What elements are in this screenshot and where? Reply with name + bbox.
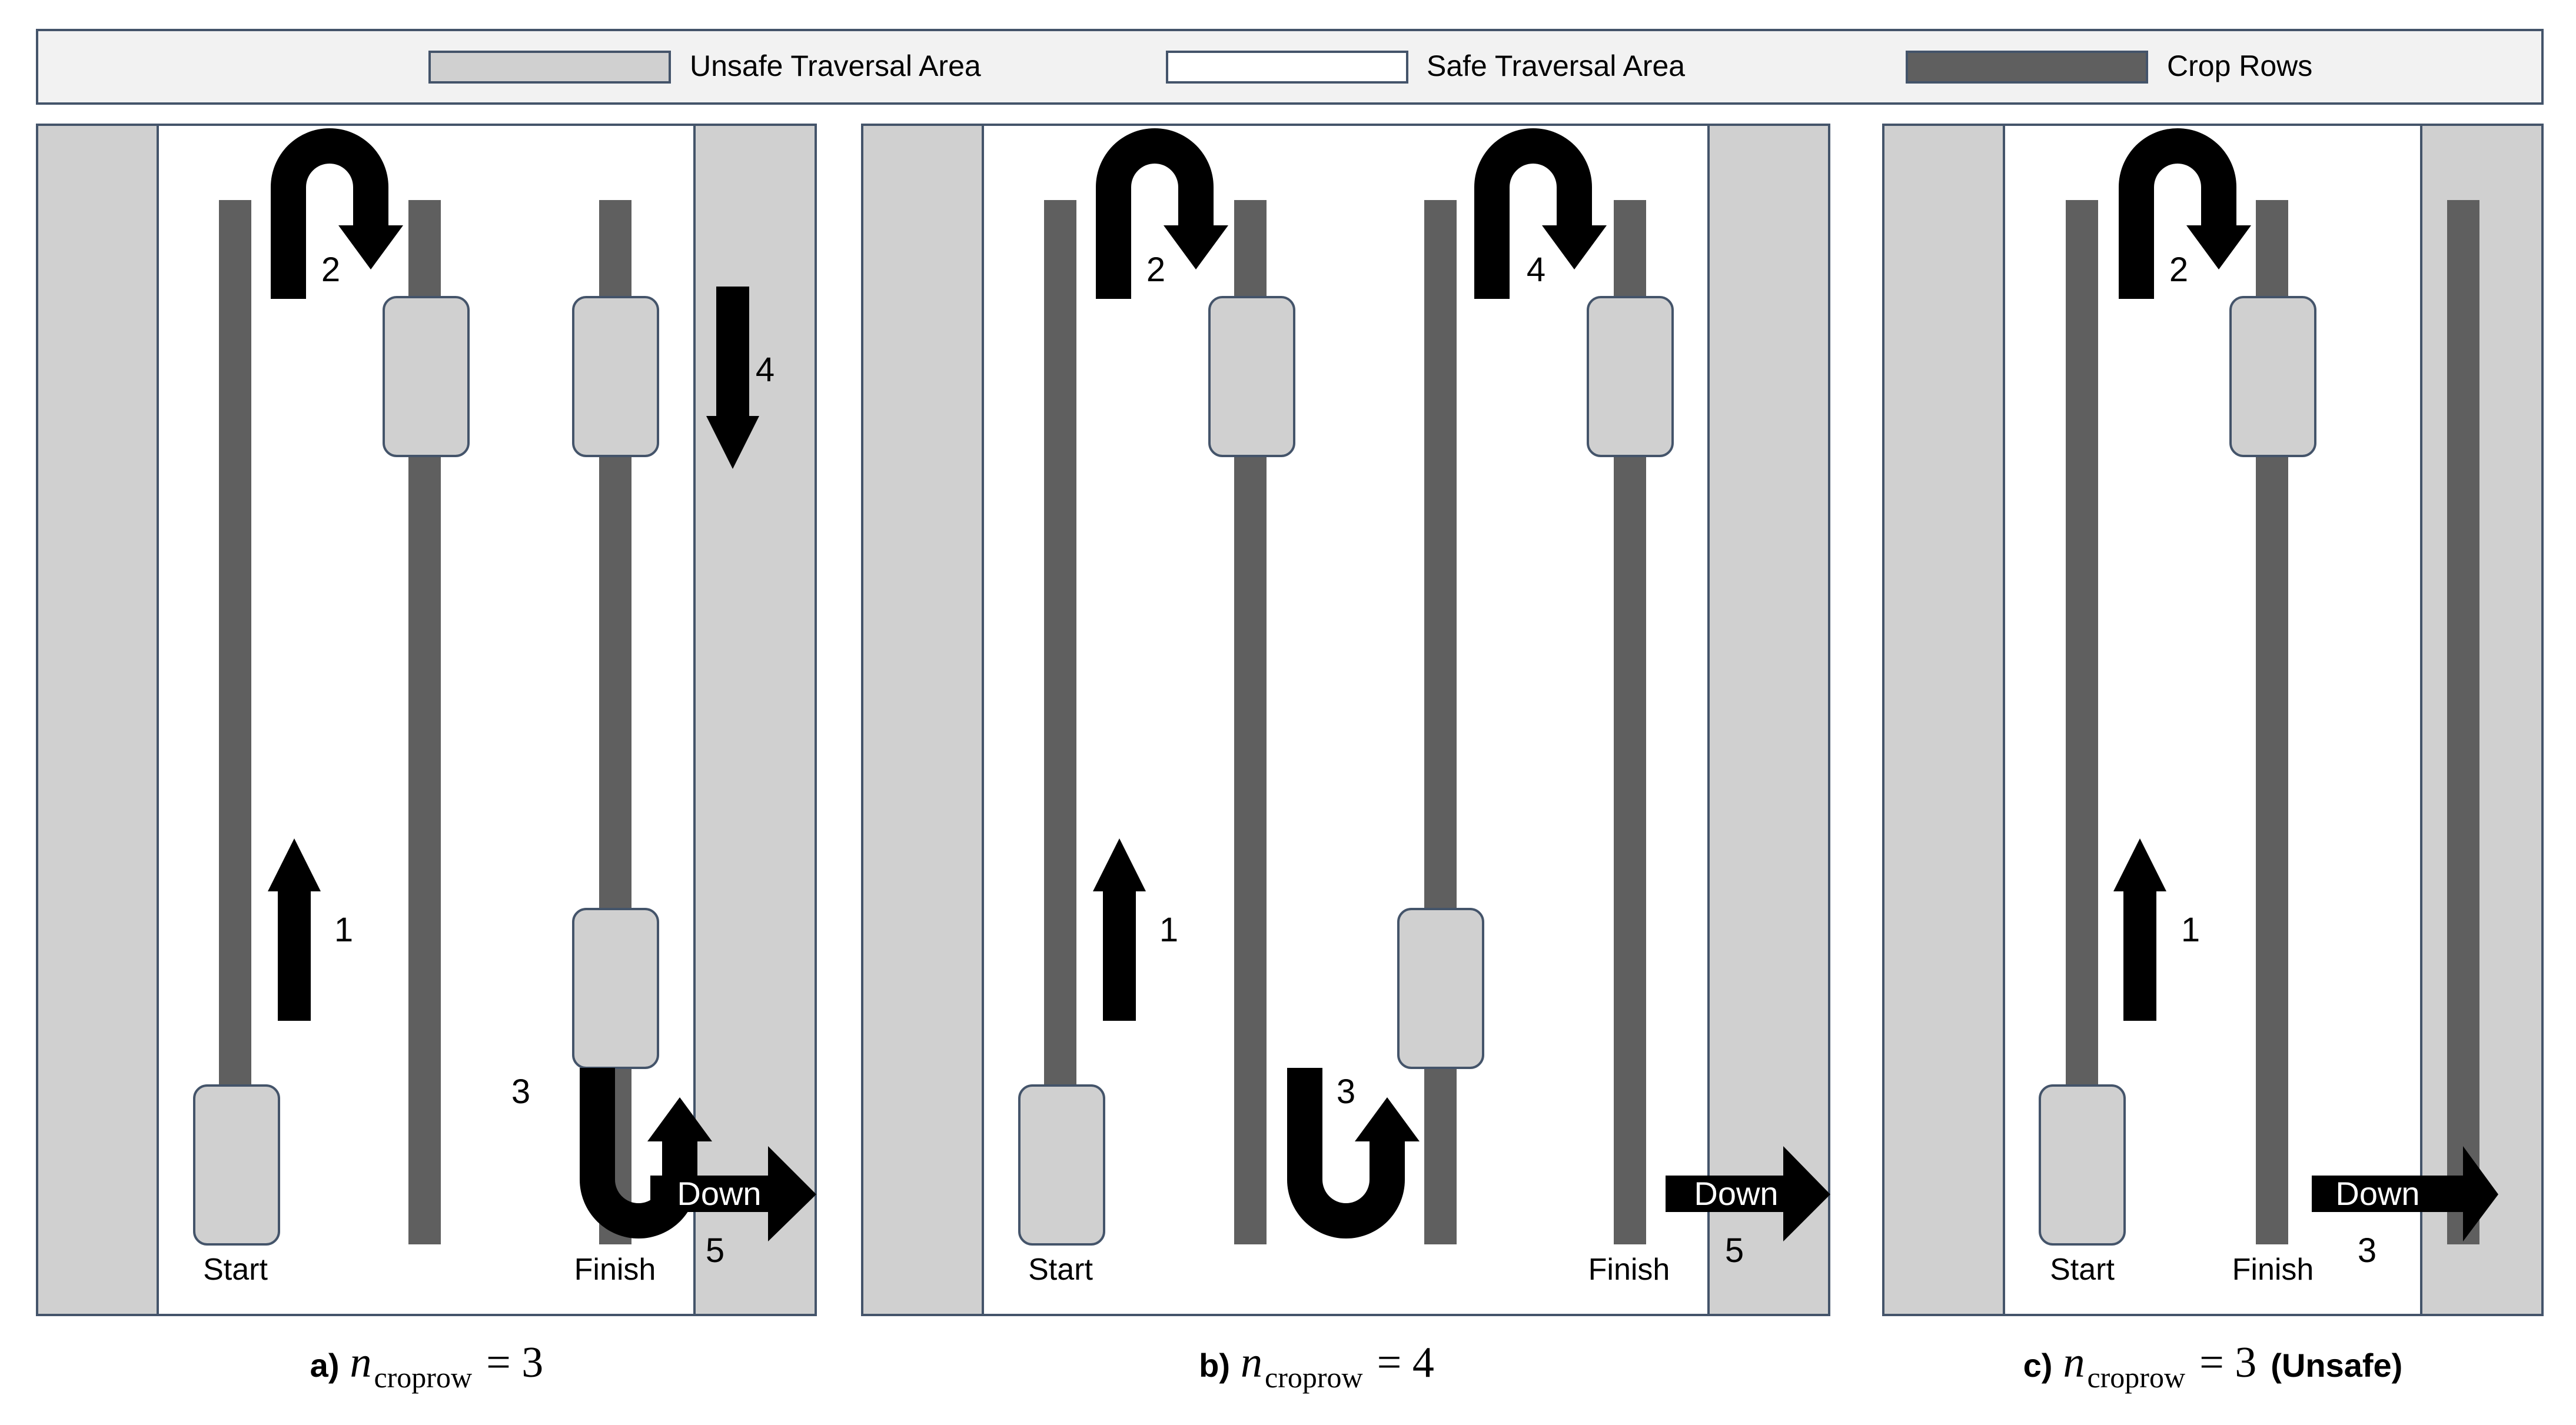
legend-label-croprow: Crop Rows <box>2167 49 2312 82</box>
panel-b-caption-subscript: croprow <box>1265 1361 1363 1394</box>
panel-a-unsafe-left <box>36 124 159 1316</box>
panel-c-start-label: Start <box>2050 1253 2115 1287</box>
panel-b-step-1: 1 <box>1159 911 1178 949</box>
panel-a: 1 2 3 4 5 Down Start Finish a) n croprow… <box>36 124 817 1394</box>
legend-label-safe: Safe Traversal Area <box>1427 49 1685 82</box>
panel-b-crop-row-3 <box>1424 200 1457 1244</box>
panel-a-robot-mid-top <box>383 296 470 457</box>
panel-c-down-arrow-icon <box>2312 1146 2498 1241</box>
legend-swatch-unsafe <box>428 51 671 84</box>
panel-a-step-2: 2 <box>321 251 340 289</box>
panel-c-caption: c) n croprow = 3 (Unsafe) <box>2023 1339 2403 1394</box>
panel-b-down-label: Down <box>1694 1175 1778 1212</box>
panel-b: 1 2 3 4 5 Down Start Finish b) n croprow… <box>861 124 1830 1394</box>
panel-b-robot-row3-bottom <box>1397 908 1484 1069</box>
panel-b-start-label: Start <box>1028 1253 1093 1287</box>
panel-a-caption-subscript: croprow <box>374 1361 472 1394</box>
panel-b-caption-symbol: n <box>1241 1339 1262 1387</box>
panel-c-step-3: 3 <box>2358 1231 2376 1270</box>
panel-b-down-arrow-icon <box>1666 1146 1830 1241</box>
panel-a-step-1: 1 <box>334 911 353 949</box>
panel-b-robot-start <box>1018 1084 1105 1246</box>
legend: Unsafe Traversal Area Safe Traversal Are… <box>36 29 2544 105</box>
panel-b-caption-prefix: b) <box>1199 1347 1230 1384</box>
panel-a-step-3: 3 <box>511 1073 530 1111</box>
panel-b-robot-row2-top <box>1208 296 1295 457</box>
panel-a-unsafe-right <box>693 124 817 1316</box>
panel-c-caption-equation: = 3 <box>2199 1339 2256 1387</box>
panel-c-caption-symbol: n <box>2063 1339 2085 1387</box>
panel-c-crop-row-1 <box>2066 200 2098 1244</box>
panel-a-down-label: Down <box>677 1175 761 1212</box>
panel-a-robot-start <box>193 1084 280 1246</box>
panel-a-step-4: 4 <box>756 351 775 389</box>
panel-b-step-3: 3 <box>1337 1073 1355 1111</box>
panel-b-caption: b) n croprow = 4 <box>1199 1339 1434 1394</box>
panel-b-unsafe-right <box>1707 124 1830 1316</box>
panel-b-step-5: 5 <box>1725 1231 1744 1270</box>
panel-b-finish-label: Finish <box>1588 1253 1670 1287</box>
panel-c-crop-row-3 <box>2447 200 2479 1244</box>
panel-a-finish-label: Finish <box>574 1253 656 1287</box>
panel-a-caption: a) n croprow = 3 <box>310 1339 544 1394</box>
panel-c-robot-start <box>2039 1084 2126 1246</box>
legend-label-unsafe: Unsafe Traversal Area <box>690 49 981 82</box>
panel-a-robot-right-top <box>572 296 659 457</box>
panel-b-step-4: 4 <box>1527 251 1545 289</box>
panel-b-caption-equation: = 4 <box>1377 1339 1434 1387</box>
panel-a-step-5: 5 <box>706 1231 724 1270</box>
panel-c-step-2: 2 <box>2169 251 2188 289</box>
panel-c-finish-label: Finish <box>2232 1253 2314 1287</box>
panel-c-down-label: Down <box>2335 1175 2419 1212</box>
panel-a-caption-prefix: a) <box>310 1347 340 1384</box>
panel-a-caption-symbol: n <box>350 1339 371 1387</box>
panel-a-caption-equation: = 3 <box>486 1339 543 1387</box>
panel-b-step-2: 2 <box>1146 251 1165 289</box>
legend-swatch-croprow <box>1906 51 2148 84</box>
panel-b-crop-row-1 <box>1044 200 1076 1244</box>
panel-c-caption-prefix: c) <box>2023 1347 2053 1384</box>
panel-b-frame <box>861 124 1830 1316</box>
legend-swatch-safe <box>1166 51 1408 84</box>
panel-a-down-arrow-icon <box>650 1146 816 1241</box>
panel-c-unsafe-left <box>1882 124 2005 1316</box>
panel-a-robot-right-bottom <box>572 908 659 1069</box>
panel-b-unsafe-left <box>861 124 984 1316</box>
panel-a-crop-row-1 <box>219 200 251 1244</box>
panel-a-start-label: Start <box>203 1253 268 1287</box>
panel-b-robot-row4-top <box>1587 296 1674 457</box>
panel-c-unsafe-right <box>2420 124 2544 1316</box>
panel-c: 1 2 3 Down Start Finish c) n croprow = 3… <box>1882 124 2544 1394</box>
panel-c-caption-subscript: croprow <box>2087 1361 2185 1394</box>
panel-c-robot-row2-top <box>2229 296 2316 457</box>
panel-c-caption-suffix: (Unsafe) <box>2271 1347 2402 1384</box>
panel-c-step-1: 1 <box>2181 911 2200 949</box>
